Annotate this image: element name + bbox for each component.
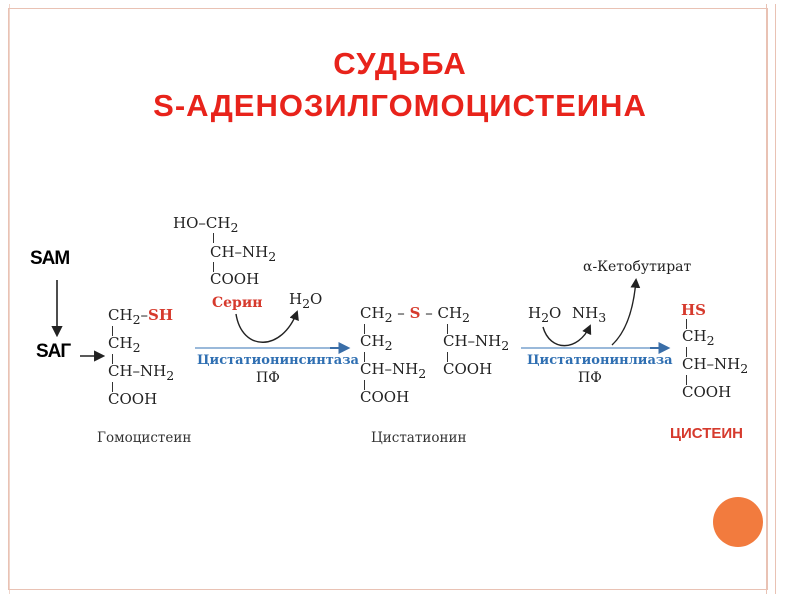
sag-label: SAГ [36, 341, 71, 362]
cysteine-bond-3 [686, 375, 687, 385]
water-product-1: H2O [289, 290, 323, 311]
slide-frame-left [4, 4, 10, 594]
ammonia-product: NH3 [572, 304, 607, 325]
cystathionine-row3-left: CH–NH2 [360, 360, 427, 381]
cysteine-caption: ЦИСТЕИН [670, 425, 743, 442]
cystathionine-row3-right: COOH [443, 360, 493, 378]
cystathionine-right-bond-2 [447, 352, 448, 362]
homocysteine-row1: CH2–SH [108, 306, 174, 327]
cystathionine-row1: CH2 – S – CH2 [360, 304, 470, 325]
serine-to-water-curved-arrow [235, 310, 299, 343]
cystathionine-left-bond-3 [364, 380, 365, 390]
alpha-ketobutyrate-label: α-Кетобутират [583, 259, 692, 275]
decorative-orange-circle [713, 497, 763, 547]
serine-bond-1 [213, 233, 214, 243]
homocysteine-bond-3 [112, 382, 113, 392]
cysteine-row4: COOH [682, 383, 732, 401]
serine-label: Серин [212, 295, 263, 311]
cystathionine-left-bond-1 [364, 324, 365, 334]
cystathionine-left-bond-2 [364, 352, 365, 362]
cysteine-hs-group: HS [681, 301, 707, 319]
to-alpha-ketobutyrate-arrow [611, 278, 641, 346]
homocysteine-bond-2 [112, 354, 113, 364]
serine-ch-nh2: CH–NH2 [210, 243, 277, 264]
cystathionine-right-bond-1 [447, 324, 448, 334]
cysteine-bond-1 [686, 319, 687, 329]
serine-cooh: COOH [210, 270, 260, 288]
homocysteine-row4: COOH [108, 390, 158, 408]
homocysteine-caption: Гомоцистеин [97, 430, 192, 446]
slide-frame-right [766, 4, 776, 594]
homocysteine-bond-1 [112, 326, 113, 336]
enzyme-2-cofactor: ПФ [578, 370, 602, 386]
reaction-1-arrow-line [195, 347, 345, 349]
enzyme-1-cofactor: ПФ [256, 370, 280, 386]
cystathionine-row2-left: CH2 [360, 332, 393, 353]
slide-title-line1: СУДЬБА [333, 46, 467, 81]
water-to-ammonia-curved-arrow [542, 324, 592, 347]
slide-title-line2: S-АДЕНОЗИЛГОМОЦИСТЕИНА [153, 88, 647, 123]
slide-frame [8, 8, 768, 590]
serine-ho-ch2: HO–CH2 [173, 214, 239, 235]
cysteine-bond-2 [686, 347, 687, 357]
reaction-2-arrow-line [521, 347, 661, 349]
cystathionine-row2-right: CH–NH2 [443, 332, 510, 353]
sam-label: SAM [30, 248, 70, 269]
serine-bond-2 [213, 262, 214, 272]
cysteine-row3: CH–NH2 [682, 355, 749, 376]
homocysteine-row3: CH–NH2 [108, 362, 175, 383]
enzyme-2-name: Цистатионинлиаза [527, 353, 673, 368]
homocysteine-row2: CH2 [108, 334, 141, 355]
water-reactant-2: H2O [528, 304, 562, 325]
enzyme-1-name: Цистатионинсинтаза [197, 353, 359, 368]
cysteine-row2: CH2 [682, 327, 715, 348]
cystathionine-row4-left: COOH [360, 388, 410, 406]
cystathionine-caption: Цистатионин [371, 430, 467, 446]
homocysteine-sh-group: SH [148, 306, 174, 324]
cystathionine-s-atom: S [409, 304, 421, 322]
